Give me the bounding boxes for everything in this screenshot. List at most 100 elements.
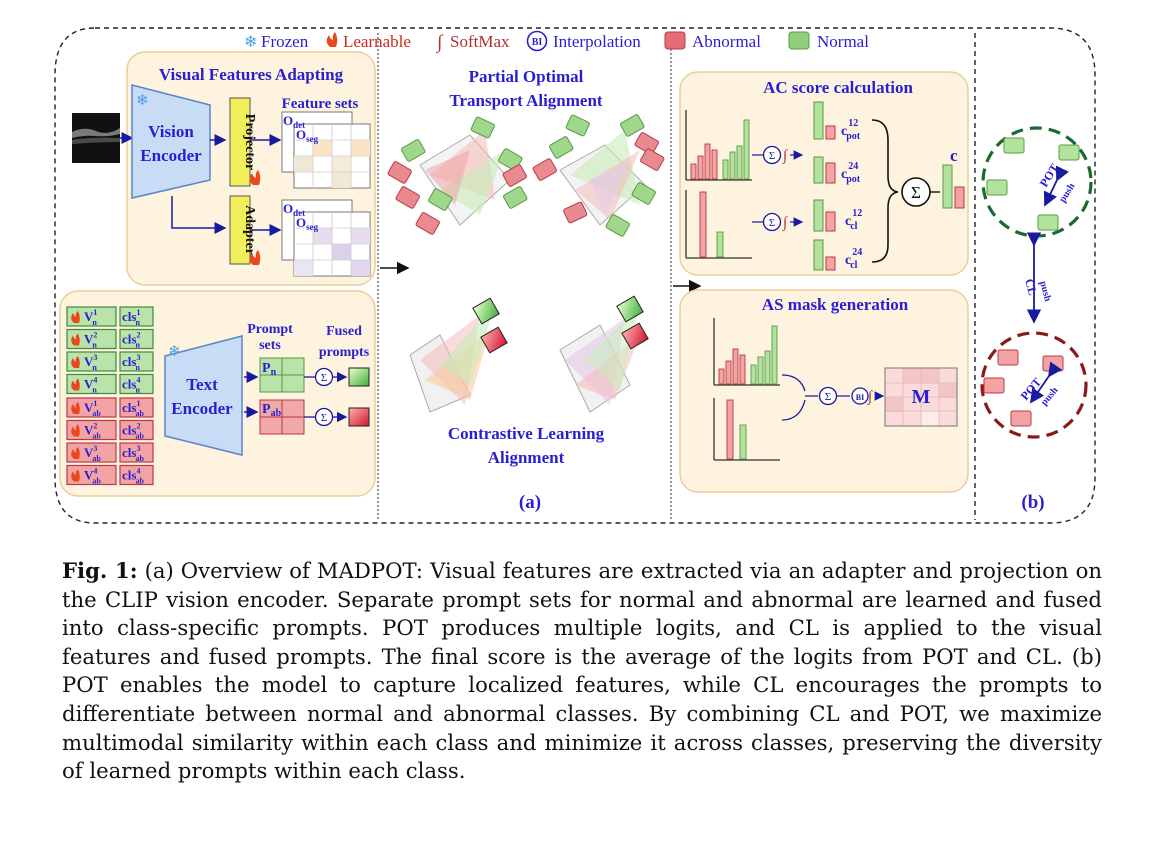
label-b: (b)	[1021, 492, 1044, 513]
final-score-abnormal	[954, 186, 965, 209]
flame-icon	[71, 424, 80, 437]
legend: ❄ Frozen Learnable ∫ SoftMax BI Interpol…	[244, 30, 869, 54]
svg-text:Σ: Σ	[321, 412, 327, 424]
flame-icon	[71, 402, 80, 414]
interpolation-icon	[851, 387, 869, 405]
softmax-icon: ∫	[782, 148, 789, 164]
svg-text:Adapter: Adapter	[242, 205, 257, 255]
pot-illustration-right	[532, 114, 665, 237]
legend-abnormal: Abnormal	[692, 32, 761, 51]
svg-text:BI: BI	[532, 37, 543, 48]
softmax-icon: ∫	[867, 389, 874, 405]
fused-prompt-abnormal	[348, 407, 370, 427]
final-score-label: c	[950, 146, 958, 165]
svg-text:Σ: Σ	[321, 372, 327, 384]
svg-text:Oseg: Oseg	[296, 215, 319, 232]
svg-text:push: push	[1039, 385, 1061, 408]
legend-normal: Normal	[817, 32, 869, 51]
final-score-normal	[942, 164, 953, 209]
svg-text:V3n: V3n	[84, 353, 97, 372]
feature-sets-label: Feature sets	[282, 96, 359, 112]
svg-text:V4n: V4n	[84, 376, 97, 395]
svg-text:Encoder: Encoder	[140, 146, 202, 165]
svg-text:V1n: V1n	[84, 308, 97, 327]
svg-text:AS mask generation: AS mask generation	[762, 295, 909, 314]
sum-icon	[762, 212, 782, 232]
svg-text:BI: BI	[856, 393, 864, 402]
flame-icon	[71, 378, 80, 391]
prompt-set-normal: Pn	[259, 357, 305, 393]
outer-frame	[54, 27, 1096, 524]
svg-text:POT: POT	[1037, 161, 1062, 189]
flame-icon	[71, 447, 80, 459]
svg-text:prompts: prompts	[319, 345, 370, 360]
svg-text:AC score calculation: AC score calculation	[763, 78, 913, 97]
interpolation-icon	[526, 30, 548, 52]
legend-softmax: SoftMax	[450, 32, 510, 51]
pot-illustration-left	[387, 116, 528, 235]
svg-text:Oseg: Oseg	[296, 127, 319, 144]
svg-text:Projector: Projector	[242, 114, 257, 170]
sum-icon	[314, 367, 334, 387]
svg-text:Σ: Σ	[769, 150, 775, 162]
svg-text:Σ: Σ	[911, 183, 921, 202]
svg-text:Fused: Fused	[326, 324, 362, 339]
svg-text:Transport Alignment: Transport Alignment	[449, 91, 603, 110]
feature-grid-adapter: Odet Oseg	[281, 199, 371, 277]
caption-text: (a) Overview of MADPOT: Visual features …	[62, 558, 1102, 784]
svg-text:CL: CL	[1022, 277, 1040, 297]
visual-panel: Visual Features Adapting ❄ Vision Encode…	[72, 51, 376, 286]
vision-encoder	[131, 84, 211, 199]
flame-icon	[249, 250, 261, 265]
abnormal-swatch	[664, 31, 686, 50]
flame-icon	[71, 333, 80, 346]
alignment-column: Partial Optimal Transport Alignment	[387, 67, 665, 513]
figure-caption: Fig. 1: (a) Overview of MADPOT: Visual f…	[62, 557, 1102, 786]
cl-abnormal-prompt	[480, 326, 508, 354]
svg-text:Contrastive Learning: Contrastive Learning	[448, 424, 605, 443]
svg-text:Prompt: Prompt	[247, 322, 293, 337]
svg-text:Odet: Odet	[283, 113, 305, 130]
normal-swatch	[788, 31, 810, 50]
panel-b: POT push CL push POT push (b)	[980, 126, 1093, 513]
svg-text:Vision: Vision	[148, 122, 194, 141]
flame-icon	[249, 170, 261, 185]
visual-panel-title: Visual Features Adapting	[159, 65, 344, 84]
svg-text:M: M	[912, 386, 931, 408]
svg-text:Alignment: Alignment	[488, 448, 565, 467]
mask-grid: M	[884, 367, 958, 427]
cl-normal-prompt	[472, 297, 500, 325]
sum-icon	[762, 145, 782, 165]
svg-text:sets: sets	[259, 338, 281, 353]
flame-icon	[71, 356, 80, 368]
svg-text:Encoder: Encoder	[171, 399, 233, 418]
svg-text:Pn: Pn	[262, 361, 277, 378]
svg-text:push: push	[1037, 280, 1053, 303]
as-mask-panel: AS mask generation Σ BI ∫ M	[679, 289, 969, 493]
svg-text:Odet: Odet	[283, 201, 305, 218]
legend-learnable: Learnable	[343, 32, 411, 51]
integral-icon: ∫	[436, 32, 444, 54]
caption-label: Fig. 1:	[62, 558, 138, 583]
